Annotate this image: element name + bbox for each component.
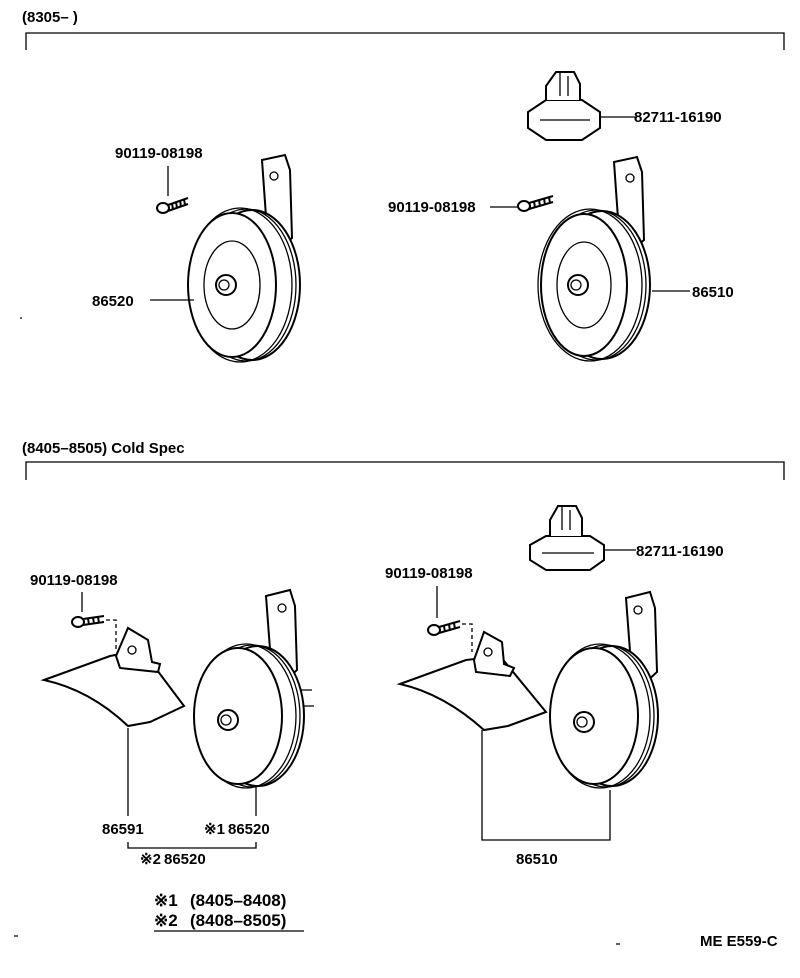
assy-left-part-number: 86520 — [164, 851, 206, 868]
note-1-mark: ※1 — [154, 891, 178, 910]
assy-right-part-number: 86510 — [516, 851, 558, 868]
horn-left-2-part-number: 86520 — [228, 821, 270, 838]
bolt-right — [517, 195, 554, 212]
section-2-bracket — [25, 461, 785, 480]
note-2-text: (8408–8505) — [190, 911, 286, 930]
horn-left-2-mark: ※1 — [204, 821, 225, 838]
cover-left — [40, 626, 186, 728]
clip-part — [527, 71, 601, 141]
bolt-right-part-number: 90119-08198 — [388, 199, 476, 216]
section-1: (8305– ) 82711-16190 90119-08198 — [22, 9, 785, 363]
horn-right-part-number: 86510 — [692, 284, 734, 301]
section-2-header: (8405–8505) Cold Spec — [22, 440, 185, 457]
bracket-assy-right — [481, 730, 611, 841]
bracket-assy-left — [127, 842, 257, 849]
horn-right — [537, 155, 651, 362]
cover-part-number: 86591 — [102, 821, 144, 838]
horn-right-2 — [549, 590, 659, 789]
scan-specks — [14, 317, 620, 945]
dash-guide-left — [106, 619, 117, 652]
horn-left-part-number: 86520 — [92, 293, 134, 310]
drawing-code: ME E559-C — [700, 933, 778, 950]
bolt-left-part-number-2: 90119-08198 — [30, 572, 118, 589]
bolt-left-part-number: 90119-08198 — [115, 145, 203, 162]
section-1-header: (8305– ) — [22, 9, 78, 26]
assy-left-mark: ※2 — [140, 851, 161, 868]
section-1-bracket — [25, 32, 785, 50]
bolt-right-part-number-2: 90119-08198 — [385, 565, 473, 582]
note-1-text: (8405–8408) — [190, 891, 286, 910]
notes: ※1 (8405–8408) ※2 (8408–8505) — [154, 891, 304, 932]
bolt-left — [156, 197, 189, 214]
clip-part-2 — [529, 505, 605, 571]
clip-part-number: 82711-16190 — [634, 109, 722, 126]
bolt-left-2 — [71, 615, 105, 628]
dash-guide-right — [462, 623, 473, 652]
bolt-right-2 — [427, 620, 461, 636]
note-2-mark: ※2 — [154, 911, 178, 930]
cover-right — [396, 630, 548, 732]
horn-left — [187, 153, 301, 363]
clip-part-number-2: 82711-16190 — [636, 543, 724, 560]
section-2: (8405–8505) Cold Spec 82711-16190 90119-… — [22, 440, 785, 868]
horn-left-2 — [193, 588, 314, 789]
